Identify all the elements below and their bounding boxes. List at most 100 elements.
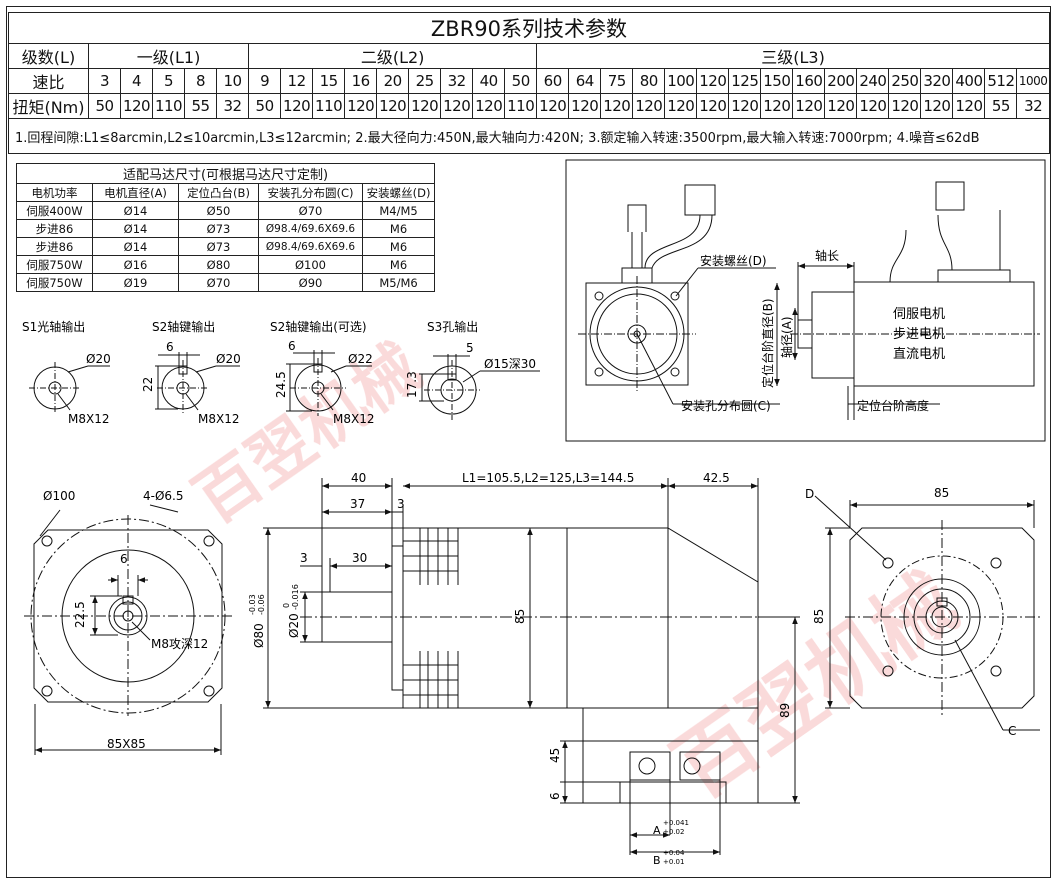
ratio-cell: 120 [696,68,730,94]
stage-l3: 三级(L3) [536,43,1050,69]
motor-table-cell: Ø70 [178,273,259,292]
s2b-height: 24.5 [274,371,288,398]
motor-table-cell: 伺服750W [16,273,93,292]
motor-table-cell: Ø98.4/69.6X69.6 [258,219,363,238]
ratio-cell: 150 [760,68,794,94]
dim-40: 40 [351,471,366,485]
s1-dia: Ø20 [86,352,111,366]
output-tap-label: M8攻深12 [151,637,208,651]
torque-cell: 110 [504,93,538,119]
s3-title: S3孔输出 [427,319,478,334]
dim-b-tol-up: +0.04 [663,849,685,857]
motor-screw-label: 安装螺丝(D) [700,253,767,268]
dim-80-tol-up: -0.03 [248,594,257,615]
stage-label: 级数(L) [8,43,89,69]
motor-front-view [578,184,780,405]
dim-3b: 3 [300,551,308,565]
dim-85: 85 [513,609,527,624]
motor-type-servo: 伺服电机 [893,307,945,322]
torque-cell: 120 [920,93,954,119]
spec-table: ZBR90系列技术参数 级数(L) 一级(L1) 二级(L2) 三级(L3) 速… [8,12,1050,154]
ratio-cell: 5 [152,68,186,94]
motor-view-box [565,159,1046,442]
torque-cell: 32 [216,93,250,119]
input-height-label: 85 [812,609,826,624]
torque-cell: 120 [344,93,378,119]
ratio-cell: 512 [984,68,1018,94]
shaft-option-s2 [155,352,240,414]
motor-hole-circle-label: 安装孔分布圆(C) [681,398,771,413]
spec-notes: 1.回程间隙:L1≤8arcmin,L2≤10arcmin,L3≤12arcmi… [8,118,1050,154]
output-height-label: 22.5 [73,601,87,628]
torque-cell: 120 [600,93,634,119]
motor-shaft-len-label: 轴长 [815,248,839,263]
ratio-cell: 1000 [1016,68,1050,94]
dim-20-tol-up: 0 [282,603,291,608]
torque-cell: 120 [472,93,506,119]
ratio-cell: 250 [888,68,922,94]
ratio-cell: 16 [344,68,378,94]
torque-cell: 55 [184,93,218,119]
ratio-cell: 20 [376,68,410,94]
torque-cell: 110 [152,93,186,119]
torque-cell: 120 [792,93,826,119]
output-square-label: 85X85 [107,737,146,751]
ratio-cell: 10 [216,68,250,94]
torque-cell: 120 [856,93,890,119]
dim-45: 45 [548,748,562,763]
ratio-cell: 400 [952,68,986,94]
output-holes-label: 4-Ø6.5 [143,489,184,503]
dim-3: 3 [397,497,405,511]
dim-a-label: A [653,824,661,837]
s2-thread: M8X12 [198,412,239,426]
ratio-cell: 32 [440,68,474,94]
torque-cell: 120 [280,93,314,119]
motor-table-header: 安装螺丝(D) [361,183,436,202]
output-key-label: 6 [120,552,128,566]
dim-a-tol-low: +0.02 [663,828,684,836]
shaft-option-s1 [29,362,110,414]
dim-37: 37 [350,497,365,511]
torque-cell: 120 [664,93,698,119]
motor-table-cell: M5/M6 [361,273,436,292]
s2b-thread: M8X12 [333,412,374,426]
ratio-cell: 12 [280,68,314,94]
torque-cell: 120 [568,93,602,119]
ratio-cell: 240 [856,68,890,94]
dim-80: Ø80 [252,623,266,648]
motor-size-table: 适配马达尺寸(可根据马达尺寸定制) 电机功率电机直径(A)定位凸台(B)安装孔分… [15,163,436,292]
dim-6: 6 [548,792,562,800]
motor-table-cell: Ø90 [258,273,363,292]
dim-42-5: 42.5 [703,471,730,485]
dim-20: Ø20 [287,613,301,638]
torque-cell: 120 [632,93,666,119]
motor-table-header: 电机功率 [16,183,93,202]
motor-table-header: 定位凸台(B) [178,183,259,202]
s3-dia: Ø15深30 [484,357,536,371]
dim-a-tol-up: +0.041 [663,819,689,827]
input-flange-view [814,495,1040,731]
input-c-label: C [1008,724,1016,738]
torque-cell: 50 [248,93,282,119]
output-front-view [24,504,232,755]
torque-cell: 120 [824,93,858,119]
input-width-label: 85 [934,486,949,500]
dim-b-label: B [653,854,661,867]
torque-cell: 120 [440,93,474,119]
s2-dia: Ø20 [216,352,241,366]
ratio-cell: 25 [408,68,442,94]
drawing-frame [6,6,1051,878]
stage-l1: 一级(L1) [87,43,250,69]
s2b-key: 6 [288,339,296,353]
s2-key: 6 [166,340,174,354]
ratio-cell: 75 [600,68,634,94]
s3-height: 17.3 [405,371,419,398]
dim-length: L1=105.5,L2=125,L3=144.5 [462,471,634,485]
dim-20-tol-low: -0.016 [291,584,300,610]
shaft-option-s2-optional [286,350,372,416]
motor-shaft-dia-label: 轴径(A) [779,316,794,358]
